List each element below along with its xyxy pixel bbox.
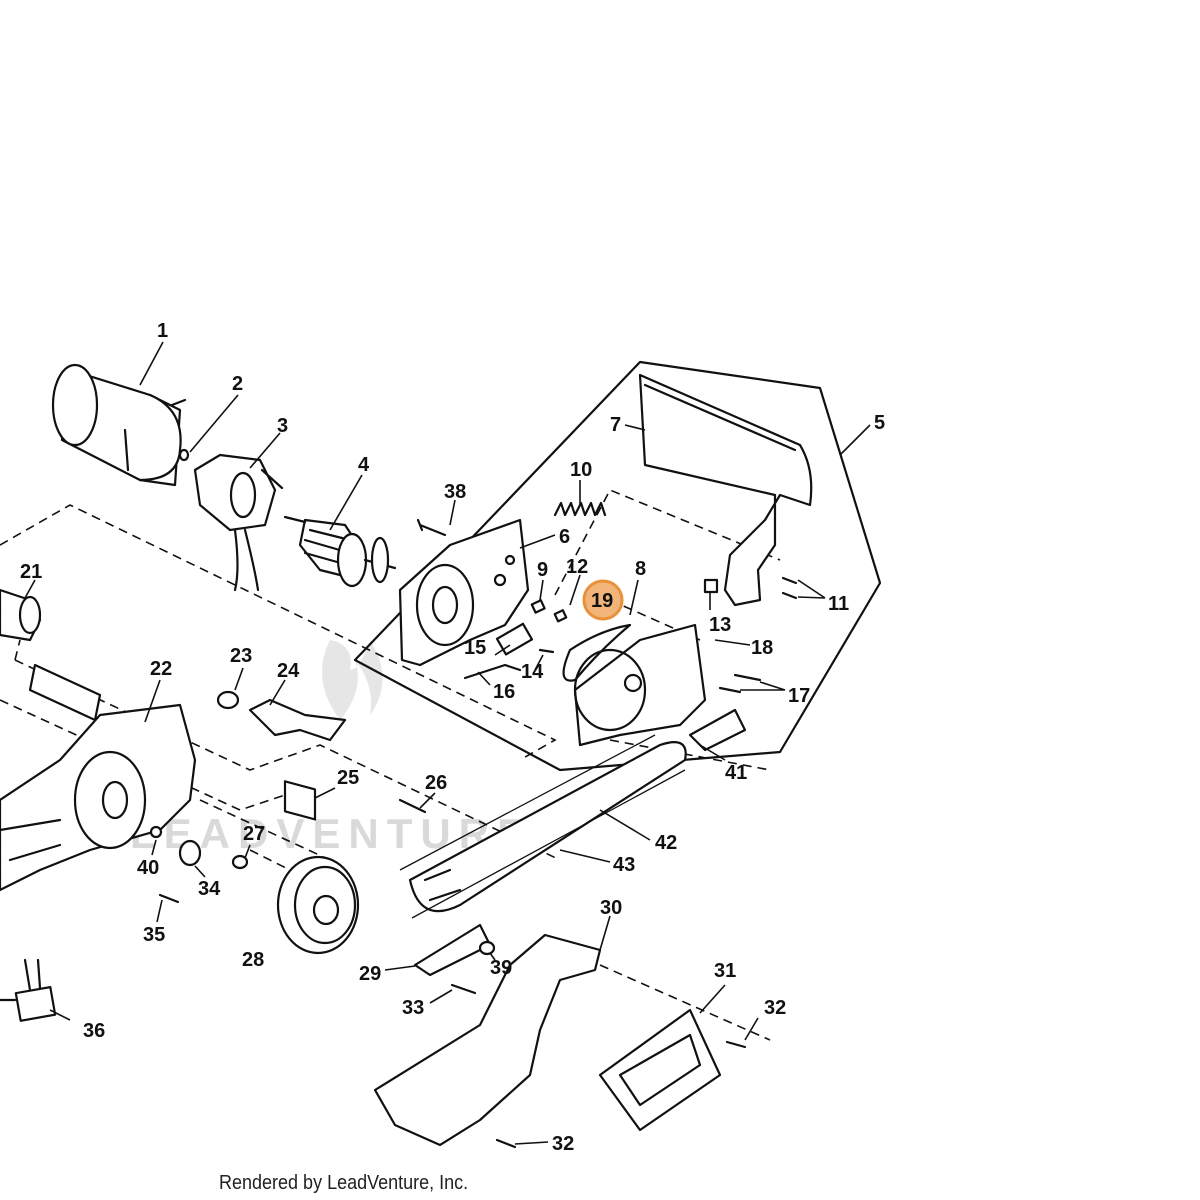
- wire-part-16: [463, 663, 522, 680]
- part-label-35[interactable]: 35: [143, 924, 165, 946]
- part-label-39[interactable]: 39: [490, 957, 512, 979]
- part-label-3[interactable]: 3: [277, 415, 288, 437]
- switch-part-15: [495, 622, 534, 656]
- chain-loop-part-8: [562, 623, 632, 682]
- part-label-19[interactable]: 19: [591, 590, 613, 612]
- part-label-4[interactable]: 4: [358, 454, 370, 476]
- part-label-8[interactable]: 8: [635, 558, 646, 580]
- sprocket-part-28: [276, 855, 360, 955]
- part-label-18[interactable]: 18: [751, 637, 773, 659]
- part-label-9[interactable]: 9: [537, 559, 548, 581]
- part-label-12[interactable]: 12: [566, 556, 588, 578]
- motor-can-part-1: [51, 363, 187, 487]
- screw-part-32-a: [725, 1040, 747, 1049]
- screw-part-35: [158, 893, 180, 904]
- nut-part-34: [178, 839, 202, 867]
- screws-part-17: [718, 673, 762, 694]
- screw-part-26: [398, 798, 427, 814]
- part-label-36[interactable]: 36: [83, 1020, 105, 1042]
- part-label-26[interactable]: 26: [425, 772, 447, 794]
- spring-part-10: [553, 501, 607, 517]
- part-label-23[interactable]: 23: [230, 645, 252, 667]
- pins-part-11: [781, 576, 798, 600]
- part-label-40[interactable]: 40: [137, 857, 159, 879]
- screw-part-38: [416, 518, 447, 537]
- part-label-16[interactable]: 16: [493, 681, 515, 703]
- part-labels: 1 2 3 4 5 6 7 8 9 10 11 12 13 14 15 16 1…: [20, 320, 885, 1155]
- roller-part-21: [0, 588, 42, 642]
- side-plate-part-18: [573, 623, 707, 747]
- pin-part-9: [530, 599, 546, 614]
- housing-outline: [353, 360, 882, 772]
- part-label-2[interactable]: 2: [232, 373, 243, 395]
- nut-part-39: [478, 940, 496, 956]
- part-label-10[interactable]: 10: [570, 459, 592, 481]
- part-label-22[interactable]: 22: [150, 658, 172, 680]
- part-label-21[interactable]: 21: [20, 561, 42, 583]
- screw-part-33: [450, 983, 477, 995]
- dashed-frames: [0, 488, 781, 1041]
- part-label-28[interactable]: 28: [242, 949, 264, 971]
- bar-and-chain-part-42-43: [399, 734, 687, 919]
- part-label-1[interactable]: 1: [157, 320, 168, 342]
- main-housing-part-22: [0, 663, 197, 892]
- screw-part-32-b: [495, 1138, 517, 1149]
- part-label-11[interactable]: 11: [828, 593, 849, 615]
- cover-part-30: [373, 933, 602, 1147]
- part-label-24[interactable]: 24: [277, 660, 300, 682]
- part-label-29[interactable]: 29: [359, 963, 381, 985]
- plate-part-25: [283, 780, 317, 821]
- lever-part-24: [248, 698, 347, 742]
- part-label-30[interactable]: 30: [600, 897, 622, 919]
- tensioner-part-41: [688, 708, 747, 752]
- part-label-33[interactable]: 33: [402, 997, 424, 1019]
- guard-part-31: [598, 1008, 722, 1132]
- part-label-14[interactable]: 14: [521, 661, 544, 683]
- part-label-41[interactable]: 41: [725, 762, 747, 784]
- part-label-5[interactable]: 5: [874, 412, 885, 434]
- part-label-27[interactable]: 27: [243, 823, 265, 845]
- part-label-7[interactable]: 7: [610, 414, 621, 436]
- part-label-32-a[interactable]: 32: [764, 997, 786, 1019]
- block-part-13: [703, 578, 719, 594]
- part-label-34[interactable]: 34: [198, 878, 221, 900]
- part-label-25[interactable]: 25: [337, 767, 359, 789]
- washer-part-2: [178, 448, 190, 462]
- armature-part-4: [283, 515, 397, 588]
- part-label-38[interactable]: 38: [444, 481, 466, 503]
- part-label-43[interactable]: 43: [613, 854, 635, 876]
- plate-part-29: [413, 923, 492, 977]
- leader-lines: [24, 341, 871, 1145]
- part-label-42[interactable]: 42: [655, 832, 677, 854]
- part-label-13[interactable]: 13: [709, 614, 731, 636]
- handle-part-7: [638, 373, 813, 607]
- switch-part-36: [0, 958, 57, 1022]
- field-coil-part-3: [193, 453, 284, 592]
- highlight-circle-part-19[interactable]: [582, 579, 624, 621]
- part-label-31[interactable]: 31: [714, 960, 736, 982]
- cap-part-23: [216, 690, 240, 710]
- part-label-15[interactable]: 15: [464, 637, 486, 659]
- washer-part-40: [149, 825, 163, 839]
- bushing-part-27: [231, 854, 249, 870]
- screw-part-14: [538, 648, 555, 654]
- pin-part-12: [553, 609, 568, 623]
- part-label-6[interactable]: 6: [559, 526, 570, 548]
- gear-case-part-6: [398, 518, 530, 667]
- part-label-17[interactable]: 17: [788, 685, 810, 707]
- part-label-32-b[interactable]: 32: [552, 1133, 574, 1155]
- footer-credit: Rendered by LeadVenture, Inc.: [219, 1172, 469, 1194]
